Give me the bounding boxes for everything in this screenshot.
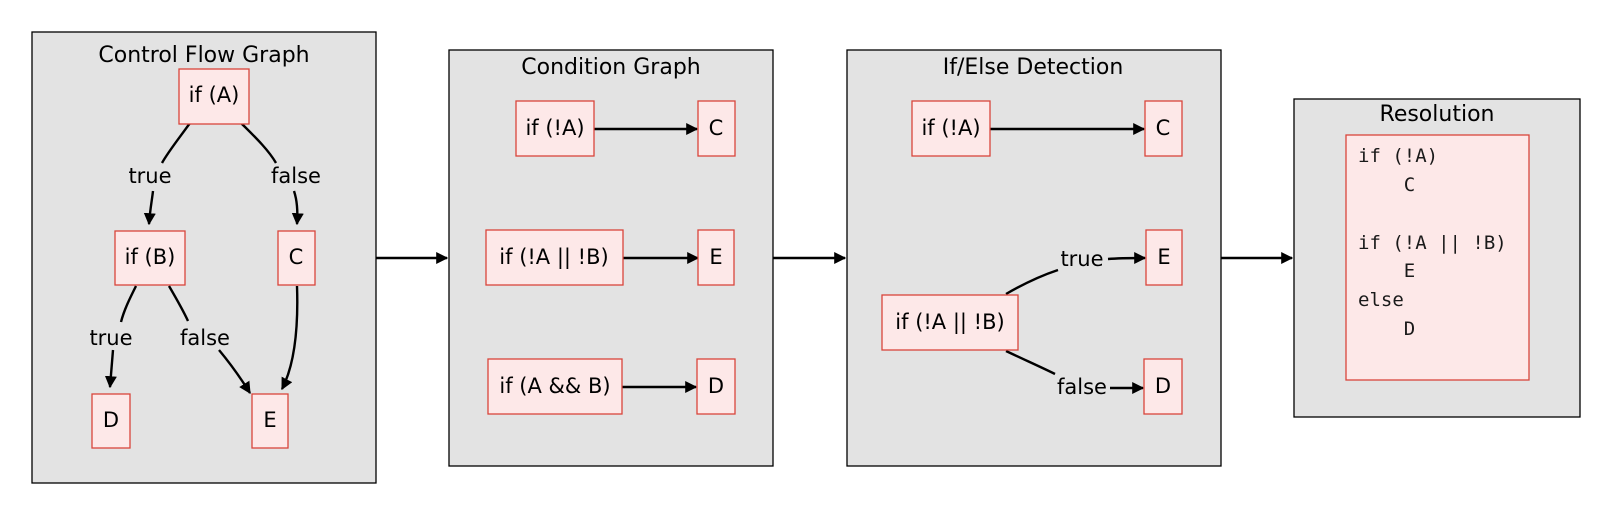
resolution-panel-title: Resolution xyxy=(1380,102,1495,127)
cfg-node-c: C xyxy=(277,230,316,286)
resolution-line-4: if (!A || !B) xyxy=(1358,232,1507,254)
cfg-panel-title: Control Flow Graph xyxy=(98,43,309,68)
svg-text:D: D xyxy=(708,374,724,398)
svg-text:if (!A || !B): if (!A || !B) xyxy=(895,310,1004,335)
resolution-line-2: C xyxy=(1358,174,1415,196)
resolution-line-7: D xyxy=(1358,318,1415,340)
condition-target-1: C xyxy=(697,100,736,157)
svg-text:if (!A): if (!A) xyxy=(525,116,584,140)
cfg-edge-a-true-upper xyxy=(160,122,191,164)
cfg-node-e: E xyxy=(251,393,289,449)
cfg-edge-b-false-lower xyxy=(218,349,252,395)
condition-panel-title: Condition Graph xyxy=(521,55,700,80)
ifelse-target-true: E xyxy=(1145,229,1183,286)
cfg-label-b-false: false xyxy=(180,326,230,350)
svg-text:C: C xyxy=(709,116,724,140)
cfg-edge-a-false-upper xyxy=(240,122,278,164)
svg-text:D: D xyxy=(1155,374,1171,398)
ifelse-label-false: false xyxy=(1057,375,1107,399)
svg-text:C: C xyxy=(1156,116,1171,140)
cfg-edge-b-true-lower xyxy=(104,349,117,389)
svg-text:if (!A || !B): if (!A || !B) xyxy=(499,245,608,270)
ifelse-edge-false-upper xyxy=(1005,349,1056,376)
svg-text:E: E xyxy=(263,408,276,432)
resolution-line-6: else xyxy=(1358,289,1404,311)
ifelse-label-true: true xyxy=(1060,247,1103,271)
ifelse-edge-true-lower xyxy=(1107,252,1147,265)
cfg-edge-b-false-upper xyxy=(167,285,190,322)
ifelse-panel-title: If/Else Detection xyxy=(943,55,1124,80)
ifelse-panel: If/Else Detection true false if (!A) C i… xyxy=(846,49,1222,467)
svg-text:C: C xyxy=(289,245,304,269)
cfg-node-if-a: if (A) xyxy=(178,68,250,125)
condition-node-1: if (!A) xyxy=(515,100,595,157)
resolution-code-box xyxy=(1345,134,1530,381)
svg-text:if (!A): if (!A) xyxy=(921,116,980,140)
svg-text:if (A && B): if (A && B) xyxy=(499,374,610,398)
svg-text:E: E xyxy=(1157,245,1170,269)
ifelse-edge-true-upper xyxy=(1005,268,1059,296)
condition-panel: Condition Graph if (!A) C if (!A || !B) … xyxy=(448,49,774,467)
resolution-panel: Resolution if (!A) C if (!A || !B) E els… xyxy=(1293,98,1581,418)
svg-text:if (B): if (B) xyxy=(125,245,176,269)
ifelse-node-1: if (!A) xyxy=(911,100,991,157)
ifelse-target-1: C xyxy=(1144,100,1183,157)
svg-text:E: E xyxy=(709,245,722,269)
svg-text:if (A): if (A) xyxy=(189,83,240,107)
condition-target-2: E xyxy=(697,229,735,286)
cfg-label-a-true: true xyxy=(128,164,171,188)
resolution-line-1: if (!A) xyxy=(1358,145,1438,167)
svg-text:D: D xyxy=(103,408,119,432)
ifelse-node-2: if (!A || !B) xyxy=(881,294,1019,351)
cfg-edge-b-true-upper xyxy=(119,285,138,323)
cfg-node-d: D xyxy=(91,393,131,449)
cfg-label-b-true: true xyxy=(89,326,132,350)
cfg-label-a-false: false xyxy=(271,164,321,188)
ifelse-target-false: D xyxy=(1143,358,1183,415)
condition-target-3: D xyxy=(696,358,736,415)
cfg-panel: Control Flow Graph true false true false… xyxy=(31,31,377,484)
cfg-edge-a-false-lower xyxy=(291,190,304,226)
cfg-node-if-b: if (B) xyxy=(114,230,186,286)
condition-node-3: if (A && B) xyxy=(487,358,623,415)
cfg-edge-a-true-lower xyxy=(143,190,156,226)
resolution-line-5: E xyxy=(1358,260,1415,282)
cfg-edge-c-to-e xyxy=(280,285,299,391)
condition-node-2: if (!A || !B) xyxy=(485,229,624,286)
